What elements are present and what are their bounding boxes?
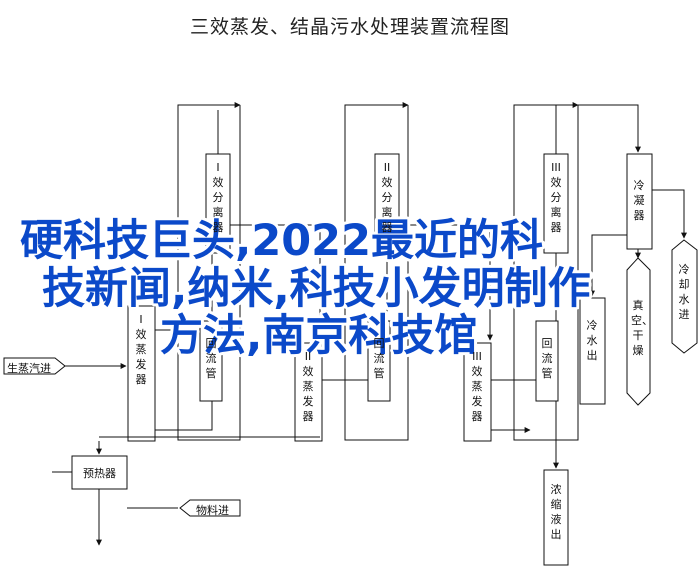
evap1-box xyxy=(127,305,156,442)
watermark-line1-outline: 硬科技巨头,2022最近的科 xyxy=(20,216,543,266)
preheater-label: 预热器 xyxy=(83,467,116,480)
sep3-label: III效分离器 xyxy=(550,161,562,234)
reflux1-box xyxy=(199,320,223,402)
watermark: 硬科技巨头,2022最近的科 硬科技巨头,2022最近的科 技新闻,纳米,科技小… xyxy=(17,213,594,364)
feed-inlet-pennant xyxy=(179,499,241,517)
evap2-box xyxy=(294,342,323,442)
concentrate-out-box xyxy=(543,469,569,566)
cooling-water-in-label: 冷却水进 xyxy=(678,263,690,321)
sep3-box xyxy=(543,153,569,254)
evap1-label: I效蒸发器 xyxy=(135,313,147,386)
reflux1-label: 回流管 xyxy=(205,337,217,380)
steam-in-label: 生蒸汽进 xyxy=(7,362,51,375)
steam-inlet-pennant xyxy=(3,357,66,375)
evap3-label: III效蒸发器 xyxy=(471,350,483,423)
evap2-label: II效蒸发器 xyxy=(302,350,314,423)
watermark-line2-outline: 技新闻,纳米,科技小发明制作 xyxy=(42,264,591,314)
feed-in-label: 物料进 xyxy=(196,504,229,517)
sep1-label: I效分离器 xyxy=(212,161,224,234)
condenser-label: 冷凝器 xyxy=(633,179,645,222)
cooling-water-out-label: 冷水出 xyxy=(586,319,598,362)
diagram-title: 三效蒸发、结晶污水处理装置流程图 xyxy=(189,16,510,38)
condenser-box xyxy=(626,153,653,250)
cooling-water-in-shape xyxy=(671,239,698,354)
reflux2-box xyxy=(367,320,391,402)
concentrate-out-label: 浓缩液出 xyxy=(550,483,562,541)
vacuum-dryer-label: 真空、干燥 xyxy=(631,299,653,357)
sep2-label: II效分离器 xyxy=(381,161,393,234)
reflux3-box xyxy=(535,320,559,402)
cooling-water-out-box xyxy=(579,297,606,405)
evap3-box xyxy=(463,342,492,442)
watermark-line1: 硬科技巨头,2022最近的科 xyxy=(20,216,543,266)
watermark-line3: 方法,南京科技馆 xyxy=(160,311,477,361)
reflux3-label: 回流管 xyxy=(541,337,553,380)
watermark-line3-outline: 方法,南京科技馆 xyxy=(160,311,477,361)
reflux2-label: 回流管 xyxy=(373,337,385,380)
watermark-line2: 技新闻,纳米,科技小发明制作 xyxy=(42,264,591,314)
